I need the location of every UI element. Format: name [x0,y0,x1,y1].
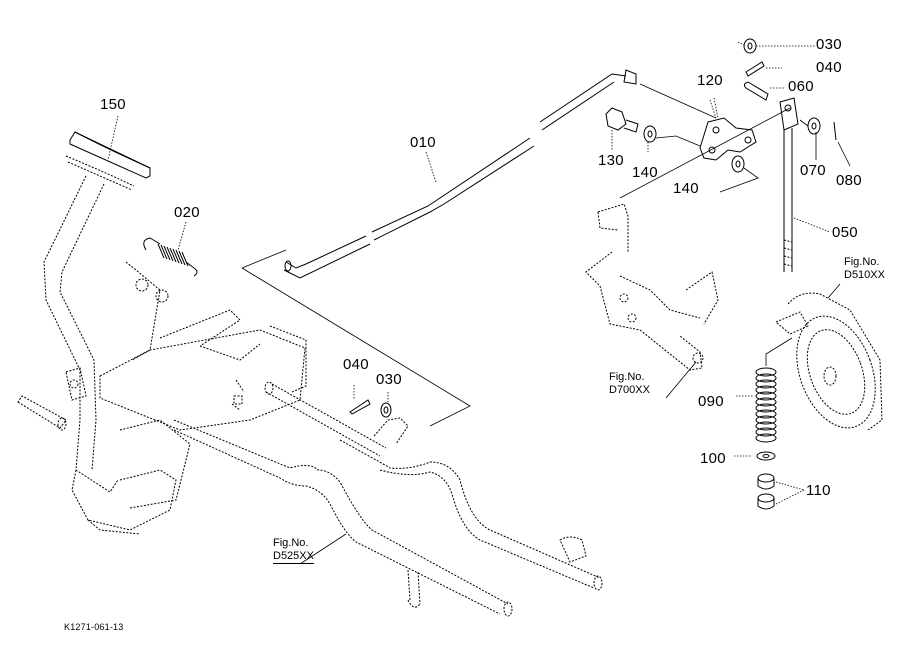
figure-ref-d700[interactable]: Fig.No. D700XX [609,371,650,397]
callout-130: 130 [598,152,624,169]
callout-120: 120 [697,72,723,89]
pedal-pad [69,131,151,179]
figure-ref-d510[interactable]: Fig.No. D510XX [844,256,885,282]
callout-060: 060 [788,78,814,95]
figure-ref-prefix: Fig.No. [273,537,309,549]
figure-ref-prefix: Fig.No. [609,371,645,383]
figure-ref-prefix: Fig.No. [844,256,880,268]
cross-shaft-d525 [173,417,603,617]
drum-d510 [775,283,883,431]
callout-090: 090 [698,393,724,410]
figure-ref-number: D700XX [609,384,650,396]
callout-030-top: 030 [816,36,842,53]
drawing-code: K1271-061-13 [64,622,124,632]
leader-010 [425,151,437,183]
frame-bracket [65,261,387,509]
leader-020 [177,221,187,251]
spring-washer-nuts [734,337,805,510]
boundary-line [241,249,287,269]
bracket-d700 [585,203,719,399]
callout-040-top: 040 [816,59,842,76]
figure-ref-number: D510XX [844,269,885,281]
pin-washer-mid [349,385,392,418]
leader-120 [709,99,717,119]
callout-100: 100 [700,450,726,467]
callout-020: 020 [174,204,200,221]
link-assembly [605,97,759,193]
spring-020 [143,237,198,277]
callout-110: 110 [806,482,831,499]
leader-d525 [299,533,347,565]
rod-010 [283,69,637,279]
figure-ref-number: D525XX [273,550,314,564]
leader-150 [107,115,119,161]
callout-140-a: 140 [632,164,658,181]
pedal-assembly [17,131,177,535]
callout-010: 010 [410,134,436,151]
figure-ref-d525[interactable]: Fig.No. D525XX [273,537,314,564]
callout-040-mid: 040 [343,356,369,373]
callout-030-mid: 030 [376,371,402,388]
callout-080: 080 [836,172,862,189]
clevis-rod-assembly [737,38,851,272]
callout-150: 150 [100,96,126,113]
callout-140-b: 140 [673,180,699,197]
callout-050: 050 [832,224,858,241]
callout-070: 070 [800,162,826,179]
